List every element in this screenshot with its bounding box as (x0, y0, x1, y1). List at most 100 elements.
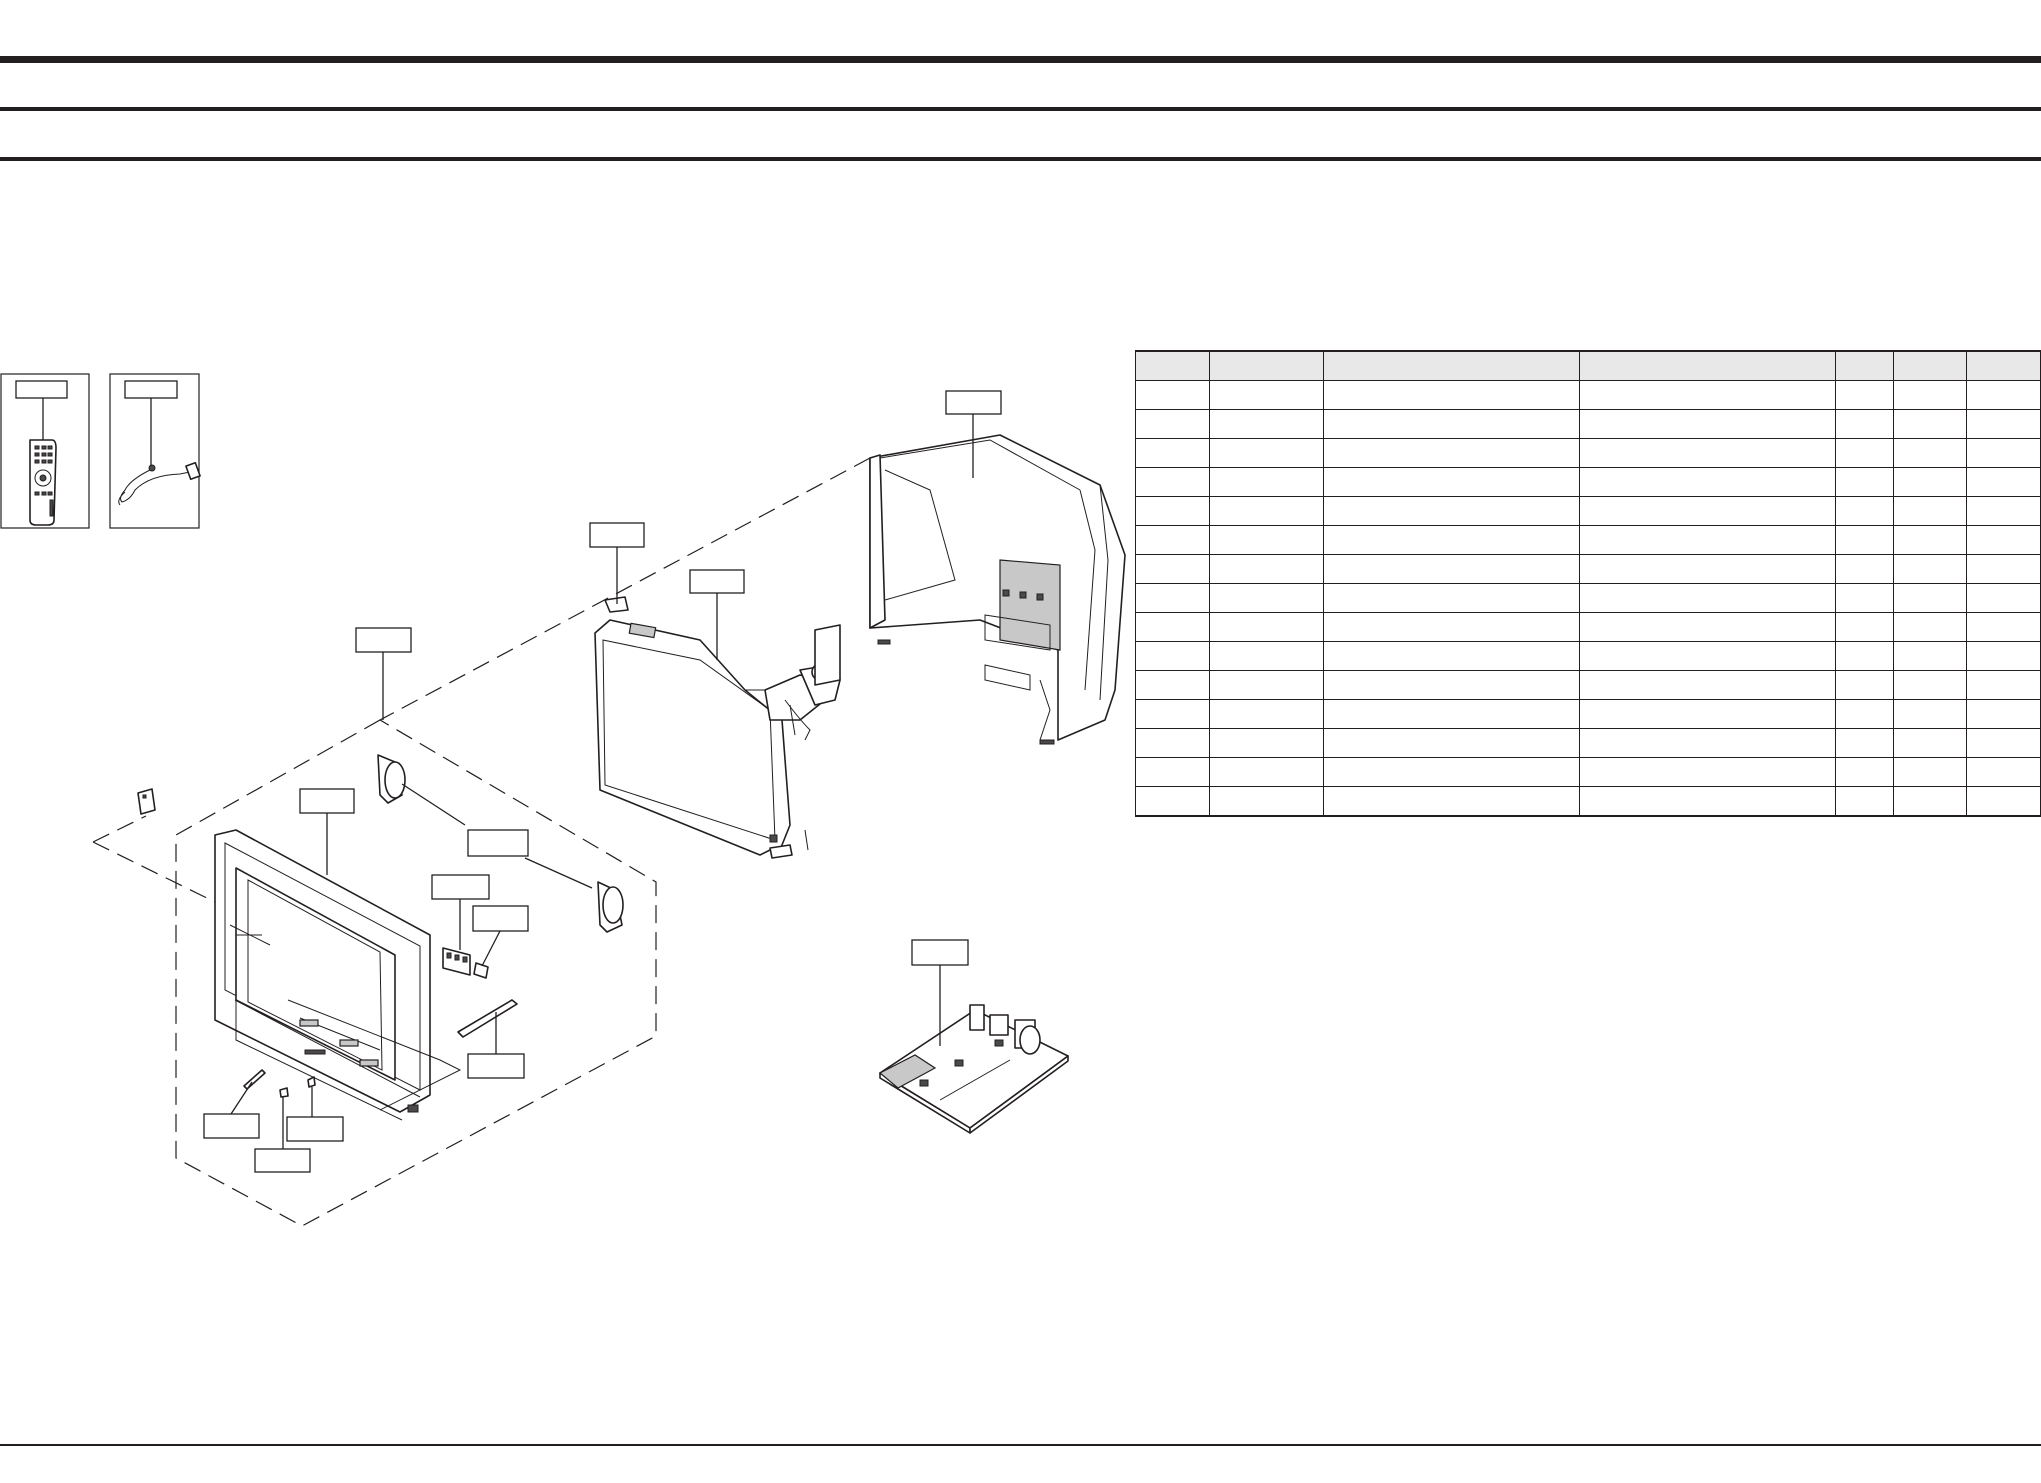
table-row (1135, 583, 2041, 613)
table-cell (1323, 380, 1581, 410)
table-cell (1135, 757, 1210, 787)
table-cell (1579, 641, 1836, 671)
table-cell (1966, 438, 2041, 468)
callout-door-bar (467, 1012, 525, 1079)
callout-speaker (467, 829, 529, 857)
table-cell (1323, 438, 1581, 468)
table-row (1135, 525, 2041, 555)
callout-crt (689, 569, 745, 660)
callout-control-board (431, 874, 490, 950)
table-cell (1892, 380, 1968, 410)
table-cell (1892, 699, 1968, 729)
led-lens-part (307, 1076, 316, 1088)
table-cell (1323, 786, 1581, 817)
table-cell (1579, 786, 1836, 817)
table-row (1135, 728, 2041, 758)
table-row (1135, 380, 2041, 410)
table-cell (1966, 496, 2041, 526)
table-cell (1135, 467, 1210, 497)
table-cell (1208, 496, 1325, 526)
table-cell (1135, 496, 1210, 526)
table-cell (1323, 409, 1581, 439)
table-cell (1208, 699, 1325, 729)
table-cell (1579, 728, 1836, 758)
table-cell (1208, 409, 1325, 439)
table-cell (1966, 467, 2041, 497)
assembly-dashed-lines (92, 457, 871, 1227)
table-cell (1323, 496, 1581, 526)
table-cell (1834, 612, 1894, 642)
table-cell (1834, 380, 1894, 410)
table-cell (1208, 641, 1325, 671)
table-row (1135, 467, 2041, 497)
callout-ir-sensor (254, 1097, 311, 1173)
table-cell (1323, 757, 1581, 787)
table-cell (1323, 612, 1581, 642)
table-cell (1834, 757, 1894, 787)
table-cell (1966, 409, 2041, 439)
callout-deflection-yoke (589, 522, 645, 604)
power-button-part (243, 1069, 266, 1090)
table-header-cell (1323, 350, 1581, 381)
table-cell (1208, 786, 1325, 817)
table-row (1135, 786, 2041, 817)
table-header-cell (1579, 350, 1836, 381)
table-cell (1323, 670, 1581, 700)
table-cell (1892, 496, 1968, 526)
table-cell (1135, 380, 1210, 410)
table-cell (1834, 467, 1894, 497)
table-cell (1834, 728, 1894, 758)
table-cell (1135, 438, 1210, 468)
header-middle-rule (0, 107, 2041, 111)
table-cell (1892, 612, 1968, 642)
table-cell (1966, 525, 2041, 555)
table-cell (1135, 728, 1210, 758)
table-cell (1966, 786, 2041, 817)
table-header-row (1135, 350, 2041, 381)
table-row (1135, 699, 2041, 729)
table-cell (1579, 757, 1836, 787)
table-cell (1579, 409, 1836, 439)
table-header-cell (1208, 350, 1325, 381)
table-cell (1834, 438, 1894, 468)
table-cell (1208, 380, 1325, 410)
table-cell (1892, 409, 1968, 439)
table-cell (1892, 554, 1968, 584)
table-row (1135, 612, 2041, 642)
table-cell (1135, 554, 1210, 584)
table-row (1135, 757, 2041, 787)
table-cell (1966, 380, 2041, 410)
header-top-rule (0, 56, 2041, 63)
callout-power-button (203, 1081, 260, 1139)
table-cell (1966, 554, 2041, 584)
table-cell (1834, 699, 1894, 729)
table-cell (1966, 641, 2041, 671)
table-cell (1579, 467, 1836, 497)
table-cell (1579, 583, 1836, 613)
table-cell (1834, 786, 1894, 817)
speaker-right-part (597, 881, 624, 933)
table-cell (1966, 583, 2041, 613)
table-cell (1579, 496, 1836, 526)
table-cell (1892, 670, 1968, 700)
ir-sensor-part (279, 1087, 289, 1098)
table-cell (1892, 438, 1968, 468)
table-cell (1966, 728, 2041, 758)
table-header-cell (1834, 350, 1894, 381)
table-cell (1135, 583, 1210, 613)
table-cell (1834, 554, 1894, 584)
table-cell (1208, 728, 1325, 758)
table-cell (1892, 641, 1968, 671)
table-cell (1892, 525, 1968, 555)
table-cell (1966, 612, 2041, 642)
table-cell (1208, 757, 1325, 787)
table-cell (1966, 699, 2041, 729)
power-cord-icon (118, 461, 201, 506)
table-cell (1834, 670, 1894, 700)
table-row (1135, 409, 2041, 439)
table-cell (1323, 467, 1581, 497)
table-cell (1323, 641, 1581, 671)
crt-part (594, 596, 841, 859)
front-cabinet-part (214, 829, 462, 1121)
